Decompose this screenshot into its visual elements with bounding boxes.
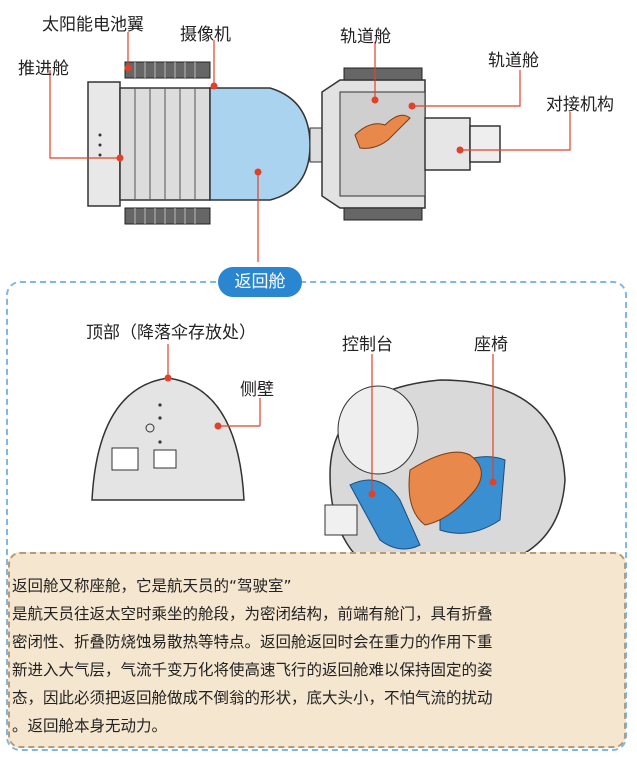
label-solar-panel: 太阳能电池翼 <box>42 15 144 35</box>
section-title: 返回舱 <box>218 267 302 297</box>
return-capsule-panel <box>6 281 627 751</box>
description-line: 新进入大气层，气流千变万化将使高速飞行的返回舱难以保持固定的姿 <box>12 661 493 679</box>
description-panel <box>8 552 626 748</box>
description-text: 返回舱又称座舱，它是航天员的“驾驶室” 是航天员往返太空时乘坐的舱段，为密闭结构… <box>12 572 628 740</box>
spacecraft-diagram <box>49 32 571 262</box>
description-line: 返回舱又称座舱，它是航天员的“驾驶室” <box>12 577 292 595</box>
label-console: 控制台 <box>342 335 393 355</box>
description-line: 密闭性、折叠防烧蚀易散热等特点。返回舱返回时会在重力的作用下重 <box>12 633 493 651</box>
label-docking-mechanism: 对接机构 <box>546 95 614 115</box>
description-line: 是航天员往返太空时乘坐的舱段，为密闭结构，前端有舱门，具有折叠 <box>12 605 493 623</box>
label-orbital-module-2: 轨道舱 <box>488 51 539 71</box>
label-top-parachute: 顶部（降落伞存放处） <box>86 323 256 343</box>
label-orbital-module: 轨道舱 <box>340 27 391 47</box>
label-camera: 摄像机 <box>180 25 231 45</box>
label-propulsion-module: 推进舱 <box>18 59 69 79</box>
description-line: 态，因此必须把返回舱做成不倒翁的形状，底大头小，不怕气流的扰动 <box>12 689 493 707</box>
label-side-wall: 侧壁 <box>240 380 274 400</box>
description-line: 。返回舱本身无动力。 <box>12 717 168 735</box>
label-seat: 座椅 <box>474 335 508 355</box>
